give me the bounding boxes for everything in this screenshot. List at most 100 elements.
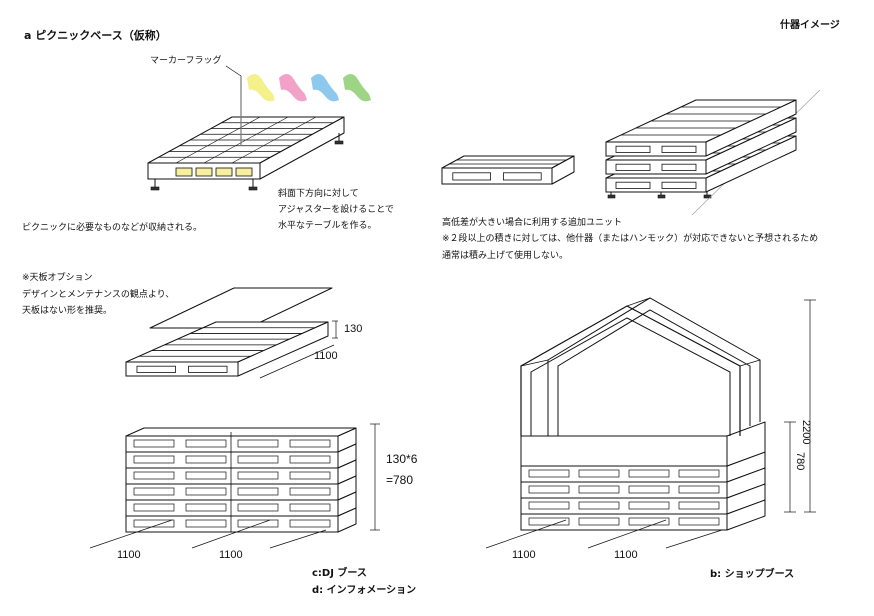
dim-length-1100: 1100 [314,350,338,362]
picnic-runner [175,116,261,164]
stacked-pallet-0 [605,99,797,157]
stacked-pallet-2-opening [661,181,697,189]
extra-unit-note-line1: 高低差が大きい場合に利用する追加ユニット [442,218,623,228]
picnic-runner [203,116,289,164]
title-information: d: インフォメーション [312,585,417,596]
stacked-pallet-0-opening [615,145,651,153]
dj-dim-mid-line [191,519,271,549]
shop-pallet-opening [578,501,620,510]
extra-unit-note-line3: 通常は積み上げて使用しない。 [442,251,569,261]
dj-dim-right-line [269,529,327,549]
section-a-title: a ピクニックベース（仮称） [24,29,167,42]
shop-pallet-side [726,499,766,531]
marker-flag [279,74,307,102]
extra-unit-pallet-top [441,155,575,169]
shop-pallet-opening [528,469,570,478]
shop-pallet-opening [628,469,670,478]
shop-dim-right: 1100 [614,549,638,561]
dj-dim-left-line [89,519,173,549]
dim-stack-formula: 130*6 [386,452,418,466]
shop-dim-right-line [665,529,723,549]
shop-pallet-opening [578,517,620,526]
dj-pallet-opening [289,455,331,464]
adjuster-foot [657,194,666,199]
dj-pallet-opening [133,487,175,496]
storage-slot [175,167,193,177]
dj-pallet-opening [289,471,331,480]
dj-pallet-opening [133,439,175,448]
shop-pallet-opening [628,501,670,510]
dj-pallet-opening [237,519,279,528]
stacked-pallet-2-opening [615,181,651,189]
top-board-note-line2: デザインとメンテナンスの観点より、 [22,290,175,300]
dj-pallet-opening [133,519,175,528]
extra-unit-pallet-opening [502,172,542,181]
dj-pallet-opening [185,487,227,496]
frame-connector [520,359,549,367]
dj-pallet-opening [237,455,279,464]
top-board-pallet [125,321,329,377]
stacked-pallet-1-opening [661,163,697,171]
dj-dim-right: 1100 [219,549,243,561]
dj-pallet-opening [185,471,227,480]
dj-pallet-opening [133,471,175,480]
dj-pallet-opening [185,455,227,464]
dj-pallet-opening [185,519,227,528]
flag-leader [225,65,242,77]
extra-unit-pallet [441,155,575,185]
stacked-pallet-1-side [705,117,797,175]
shop-pallet-opening [528,517,570,526]
top-board-pallet-opening [136,365,176,373]
frame-connector [626,297,651,307]
dj-stack-top [125,427,357,437]
stacked-pallet-0-side [705,99,797,157]
stacked-pallet-1-opening [615,163,651,171]
dim-stack-total: =780 [386,473,414,487]
adjuster-note-line3: 水平なテーブルを作る。 [278,221,377,231]
frame-front-inner [530,317,731,436]
adjuster-foot [334,140,344,145]
extra-unit-pallet-side [551,155,575,185]
adjuster-foot [150,186,160,191]
shop-pallet-opening [528,501,570,510]
dj-pallet-opening [133,455,175,464]
shop-pallet-opening [528,485,570,494]
marker-flag [343,74,371,102]
dj-pallet-opening [133,503,175,512]
frame-back-outer [547,297,761,436]
shop-pallet-opening [678,501,720,510]
dj-pallet-opening [185,503,227,512]
dj-pallet-side [337,507,357,533]
picnic-side [259,116,345,180]
dj-pallet-opening [185,439,227,448]
dj-pallet-opening [289,439,331,448]
top-board-pallet-opening [188,365,228,373]
shop-pallet-opening [678,517,720,526]
picnic-base-pallet [147,65,371,191]
stacked-pallet-0-opening [661,145,697,153]
frame-connector [739,359,761,367]
shop-counter [520,435,728,467]
flag-label: マーカーフラッグ [150,56,222,66]
storage-slot [215,167,233,177]
shop-dim-left: 1100 [512,549,536,561]
shop-pallet-opening [578,485,620,494]
shop-dim-left-line [485,519,567,549]
dj-pallet-opening [237,471,279,480]
shop-dim-total: 2200 [800,420,812,445]
shop-dim-mid-line [587,519,667,549]
shop-pallet-opening [628,485,670,494]
marker-flag [311,74,339,102]
adjuster-note-line2: アジャスターを設けることで [278,205,394,215]
shop-booth [485,297,816,549]
stacked-pallet-2-side [705,135,797,193]
shop-pallet-opening [628,517,670,526]
dj-pallet-opening [237,439,279,448]
frame-front-outer [520,305,741,436]
frame-back-inner [557,309,751,436]
marker-flag [247,74,275,102]
dj-pallet-opening [289,487,331,496]
dim-length-line [259,344,335,379]
storage-slot [235,167,253,177]
